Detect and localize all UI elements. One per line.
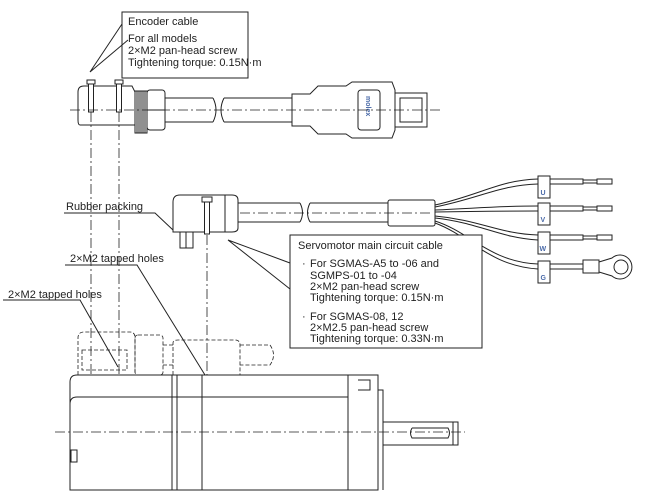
tapped-holes-label: 2×M2 tapped holes	[8, 289, 102, 301]
tapped-holes-annotation-lower: 2×M2 tapped holes	[3, 289, 119, 368]
bullet: ·	[302, 311, 306, 323]
wire-w: W	[537, 231, 613, 255]
bullet: ·	[302, 258, 306, 270]
power-callout-line: Tightening torque: 0.15N·m	[310, 292, 444, 304]
servomotor-body	[55, 374, 465, 491]
mounted-connector-outlines	[77, 331, 274, 376]
encoder-callout-title: Encoder cable	[128, 16, 198, 28]
power-callout-line: For SGMAS-08, 12	[310, 311, 404, 323]
rubber-packing-annotation: Rubber packing	[64, 201, 174, 231]
screw-icon	[86, 79, 96, 113]
power-callout-line: For SGMAS-A5 to -06 and	[310, 258, 439, 270]
power-callout-line: 2×M2.5 pan-head screw	[310, 322, 428, 334]
encoder-callout-line: Tightening torque: 0.15N·m	[128, 57, 262, 69]
encoder-callout-line: 2×M2 pan-head screw	[128, 45, 237, 57]
wire-v: V	[537, 202, 613, 226]
molex-brand-text: molex	[364, 96, 371, 116]
encoder-cable-callout: Encoder cable For all models 2×M2 pan-he…	[89, 11, 262, 79]
wire-label-u: U	[541, 190, 546, 197]
power-callout-line: 2×M2 pan-head screw	[310, 281, 419, 293]
encoder-connector: molex	[70, 79, 440, 139]
main-circuit-cable-callout: Servomotor main circuit cable · For SGMA…	[227, 234, 483, 349]
tapped-holes-annotation-upper: 2×M2 tapped holes	[65, 253, 206, 376]
tapped-holes-label: 2×M2 tapped holes	[70, 253, 164, 265]
power-callout-line: SGMPS-01 to -04	[310, 270, 397, 282]
wire-label-v: V	[541, 217, 546, 224]
wire-label-w: W	[540, 246, 547, 253]
screw-icon	[201, 196, 213, 235]
rubber-packing-label: Rubber packing	[66, 201, 143, 213]
power-connector: U V W G	[172, 175, 633, 284]
encoder-callout-line: For all models	[128, 33, 198, 45]
power-callout-title: Servomotor main circuit cable	[298, 240, 443, 252]
wire-label-g: G	[541, 275, 547, 282]
screw-icon	[114, 79, 124, 113]
wire-g: G	[537, 254, 633, 284]
power-callout-line: Tightening torque: 0.33N·m	[310, 333, 444, 345]
wire-u: U	[537, 175, 613, 199]
